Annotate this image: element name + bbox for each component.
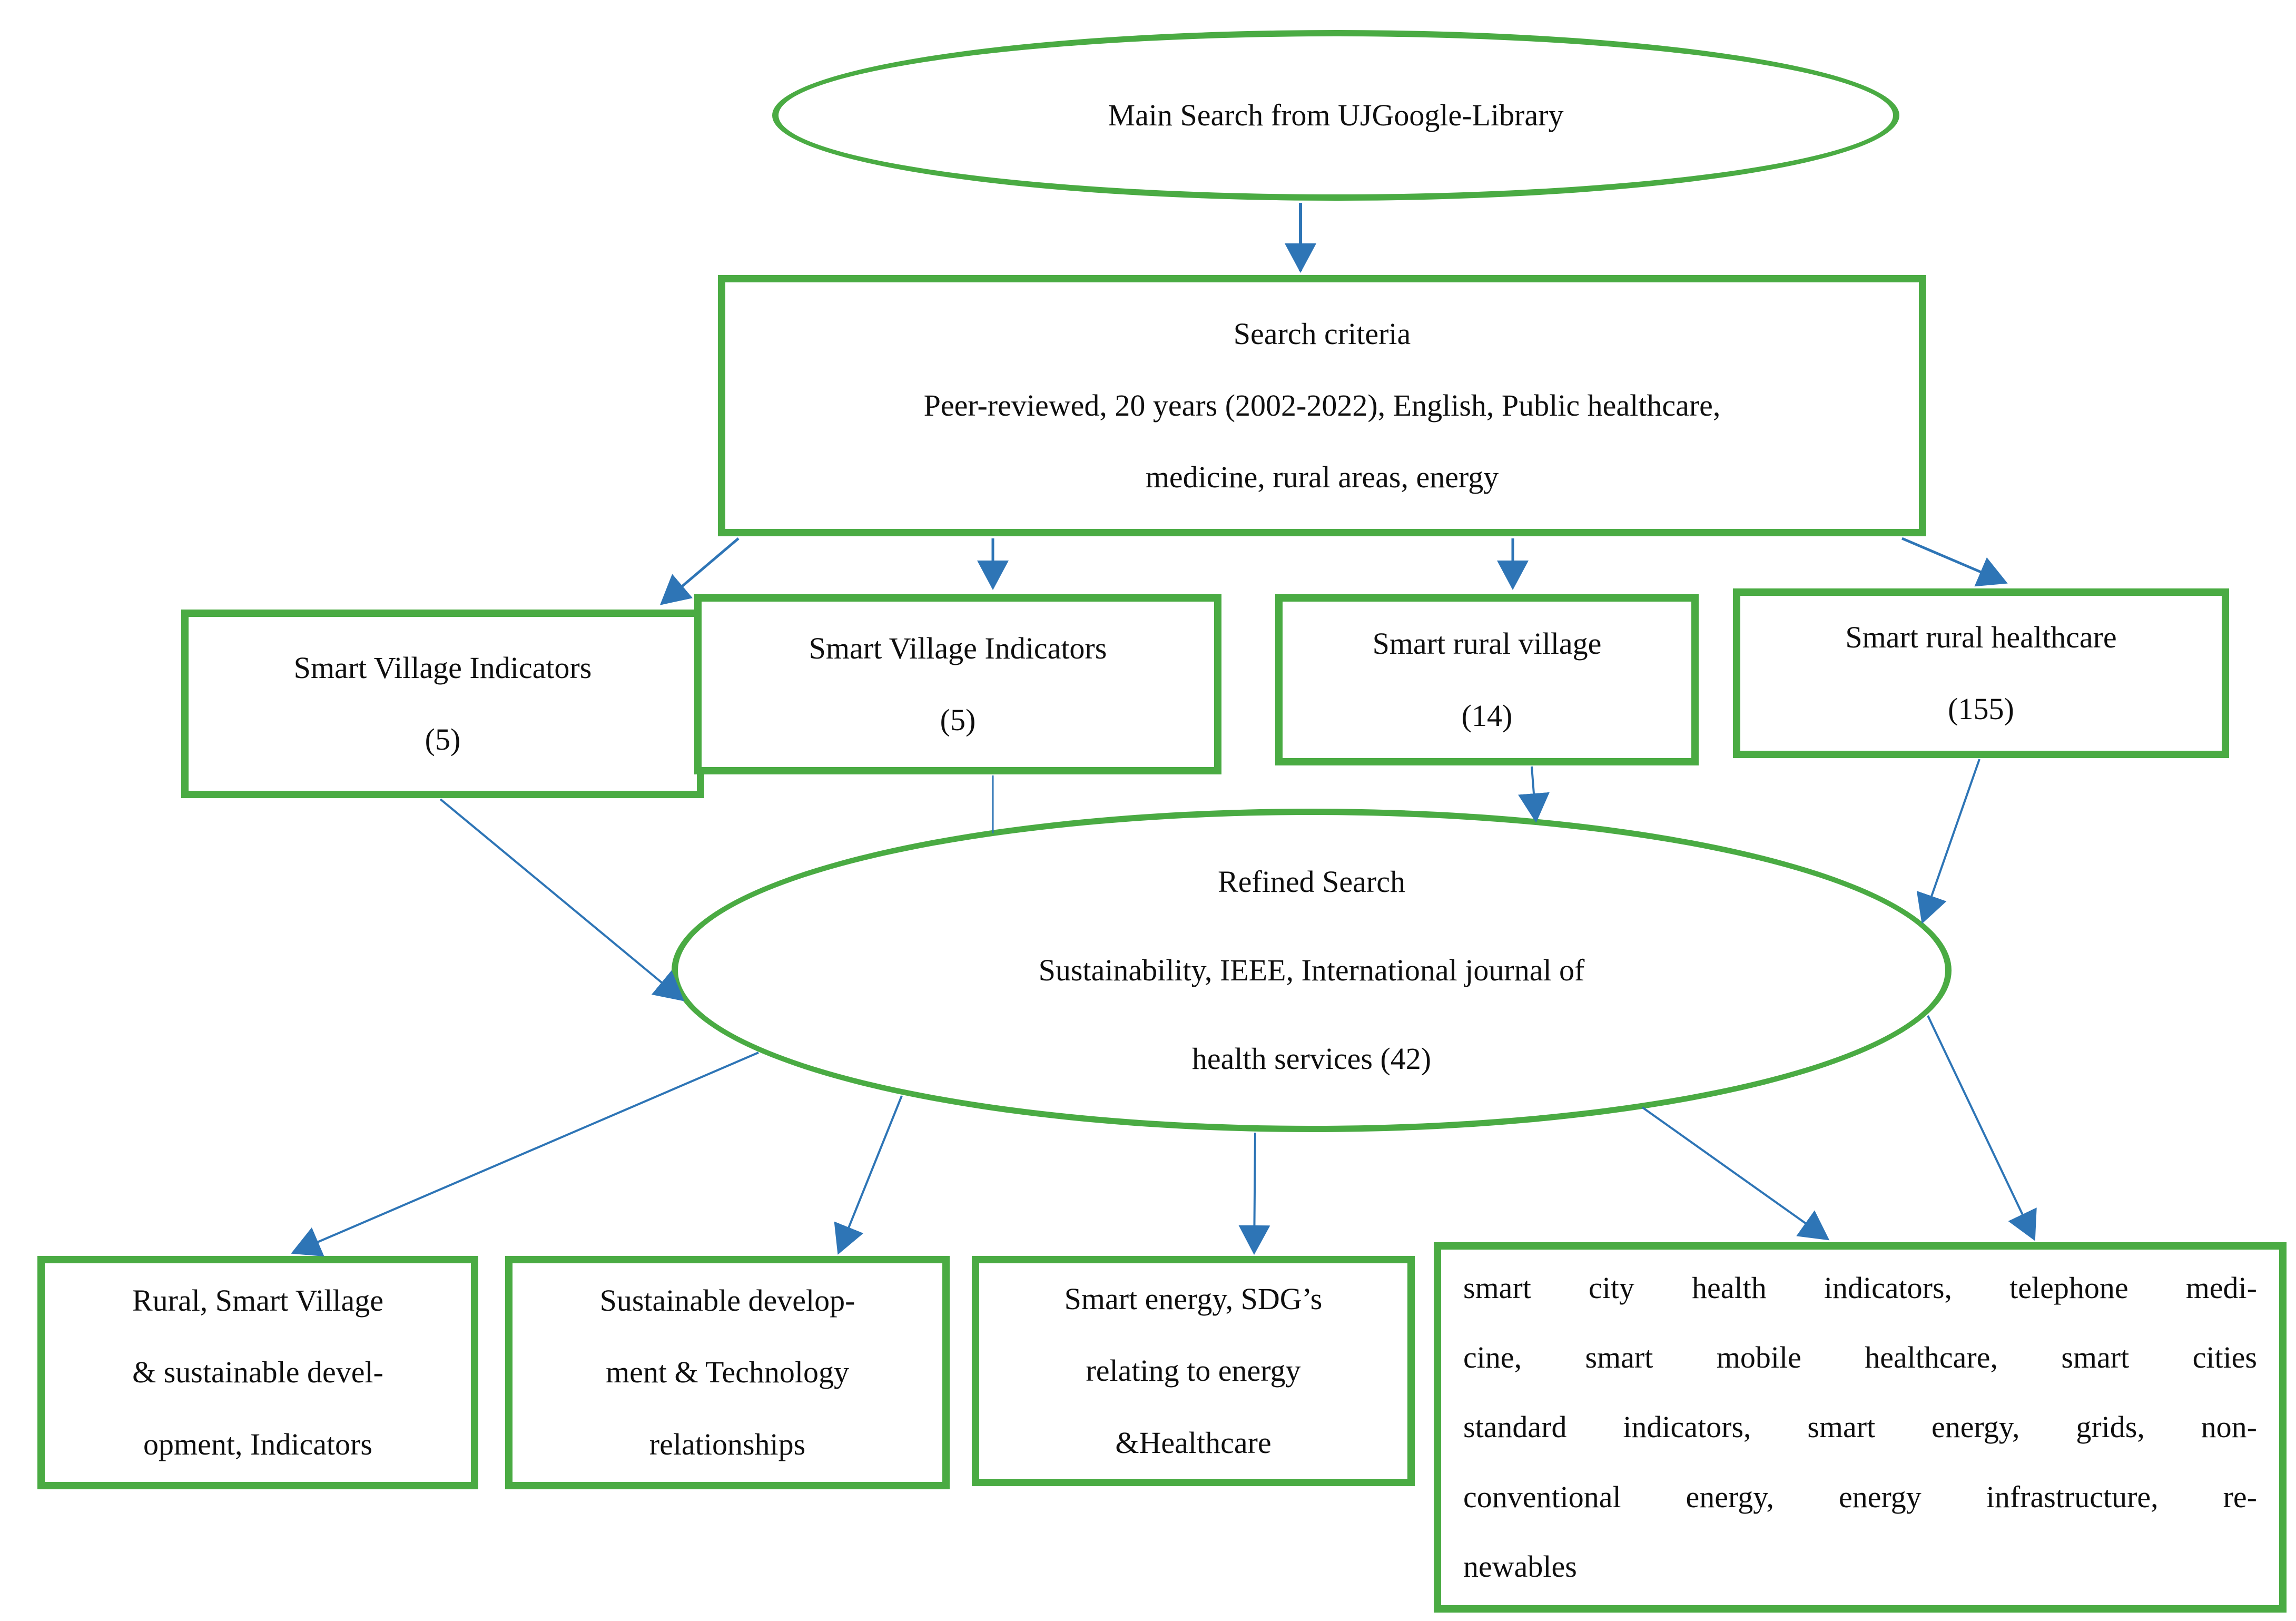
arrow-srv-to-refined	[1518, 766, 1550, 823]
arrow-refined-to-keywords-box-1	[1641, 1106, 1830, 1241]
keywords-line: standard indicators, smart energy, grids…	[1463, 1410, 2257, 1445]
arrow-svi1-to-refined	[439, 798, 685, 1001]
theme-box-line: opment, Indicators	[143, 1427, 372, 1461]
search-criteria-box: Search criteria Peer-reviewed, 20 years …	[718, 275, 1926, 536]
result-box-title: Smart rural healthcare	[1845, 620, 2117, 654]
result-box-title: Smart Village Indicators	[293, 650, 592, 685]
refined-search-line-2: Sustainability, IEEE, International jour…	[1038, 952, 1585, 987]
result-box-smart-village-indicators-2: Smart Village Indicators (5)	[694, 594, 1221, 774]
arrow-refined-to-rural-box	[291, 1052, 759, 1257]
refined-search-title: Refined Search	[1218, 864, 1405, 899]
theme-box-line: Sustainable develop-	[599, 1283, 855, 1318]
arrow-criteria-to-srh	[1901, 537, 2008, 587]
theme-box-smart-city-health-keywords: smart city health indicators, telephone …	[1434, 1242, 2287, 1613]
result-box-count: (155)	[1948, 692, 2014, 726]
refined-search-line-3: health services (42)	[1191, 1042, 1432, 1076]
search-criteria-line-3: medicine, rural areas, energy	[1145, 460, 1499, 495]
theme-box-smart-energy-sdg: Smart energy, SDG’s relating to energy &…	[972, 1256, 1415, 1486]
search-criteria-title: Search criteria	[1233, 316, 1411, 351]
main-search-label: Main Search from UJGoogle-Library	[1108, 97, 1564, 132]
result-box-count: (14)	[1461, 698, 1513, 733]
theme-box-line: relationships	[649, 1427, 806, 1461]
theme-box-line: & sustainable devel-	[132, 1355, 383, 1390]
keywords-line: smart city health indicators, telephone …	[1463, 1270, 2257, 1305]
result-box-count: (5)	[940, 703, 976, 737]
arrow-refined-to-sustainable-box	[834, 1095, 903, 1255]
result-box-title: Smart rural village	[1372, 626, 1602, 661]
result-box-smart-rural-village: Smart rural village (14)	[1275, 594, 1699, 765]
keywords-line: newables	[1463, 1549, 1577, 1584]
theme-box-rural-smart-village: Rural, Smart Village & sustainable devel…	[37, 1256, 478, 1489]
result-box-count: (5)	[425, 722, 461, 757]
result-box-title: Smart Village Indicators	[809, 631, 1107, 665]
theme-box-line: Rural, Smart Village	[132, 1283, 384, 1318]
keywords-line: conventional energy, energy infrastructu…	[1463, 1479, 2257, 1514]
theme-box-line: ment & Technology	[605, 1355, 850, 1390]
arrow-srh-to-refined	[1916, 759, 1980, 924]
main-search-ellipse: Main Search from UJGoogle-Library	[772, 30, 1899, 201]
theme-box-line: Smart energy, SDG’s	[1064, 1282, 1323, 1317]
theme-box-line: relating to energy	[1086, 1353, 1301, 1388]
keywords-line: cine, smart mobile healthcare, smart cit…	[1463, 1340, 2257, 1375]
search-criteria-line-2: Peer-reviewed, 20 years (2002-2022), Eng…	[923, 388, 1721, 423]
refined-search-ellipse: Refined Search Sustainability, IEEE, Int…	[672, 809, 1952, 1132]
theme-box-sustainable-development-technology: Sustainable develop- ment & Technology r…	[505, 1256, 950, 1489]
arrow-refined-to-smart-energy-box	[1238, 1132, 1270, 1255]
result-box-smart-village-indicators-1: Smart Village Indicators (5)	[181, 610, 704, 798]
theme-box-line: &Healthcare	[1115, 1425, 1272, 1460]
arrow-refined-to-keywords-box-2	[1927, 1015, 2037, 1241]
result-box-smart-rural-healthcare: Smart rural healthcare (155)	[1733, 588, 2229, 758]
